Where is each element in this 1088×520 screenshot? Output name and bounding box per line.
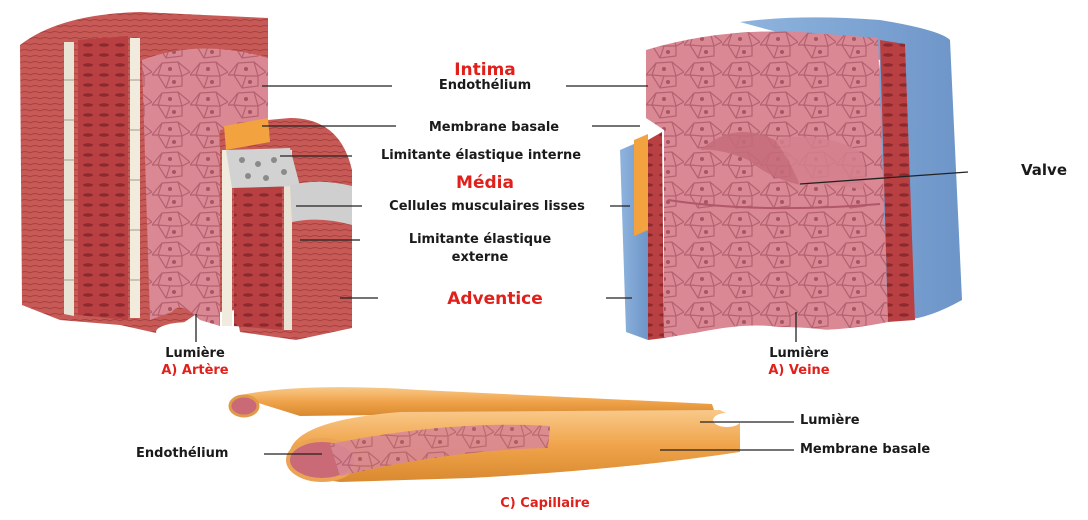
valve-label: Valve: [1004, 162, 1084, 178]
vein-illustration: [620, 17, 962, 345]
capillary-endothelium-label: Endothélium: [136, 446, 264, 462]
external-elastic-label-line1: Limitante élastique: [380, 232, 580, 248]
smooth-muscle-label: Cellules musculaires lisses: [362, 199, 612, 215]
vein-caption: A) Veine: [744, 363, 854, 379]
artery-illustration: [20, 12, 352, 342]
external-elastic-label-line2: externe: [380, 250, 580, 266]
capillary-illustration: [230, 387, 741, 482]
artery-caption: A) Artère: [140, 363, 250, 379]
media-heading: Média: [430, 173, 540, 193]
internal-elastic-label: Limitante élastique interne: [352, 148, 610, 164]
vein-lumen-label: Lumière: [744, 346, 854, 362]
capillary-caption: C) Capillaire: [470, 496, 620, 512]
artery-media: [78, 36, 128, 320]
artery-lumen-label: Lumière: [140, 346, 250, 362]
capillary-lumen-label: Lumière: [800, 413, 890, 429]
endothelium-label: Endothélium: [405, 78, 565, 94]
capillary-basal-membrane-label: Membrane basale: [800, 442, 980, 458]
intima-heading: Intima: [430, 60, 540, 80]
basal-membrane-label: Membrane basale: [398, 120, 590, 136]
adventitia-heading: Adventice: [410, 289, 580, 309]
